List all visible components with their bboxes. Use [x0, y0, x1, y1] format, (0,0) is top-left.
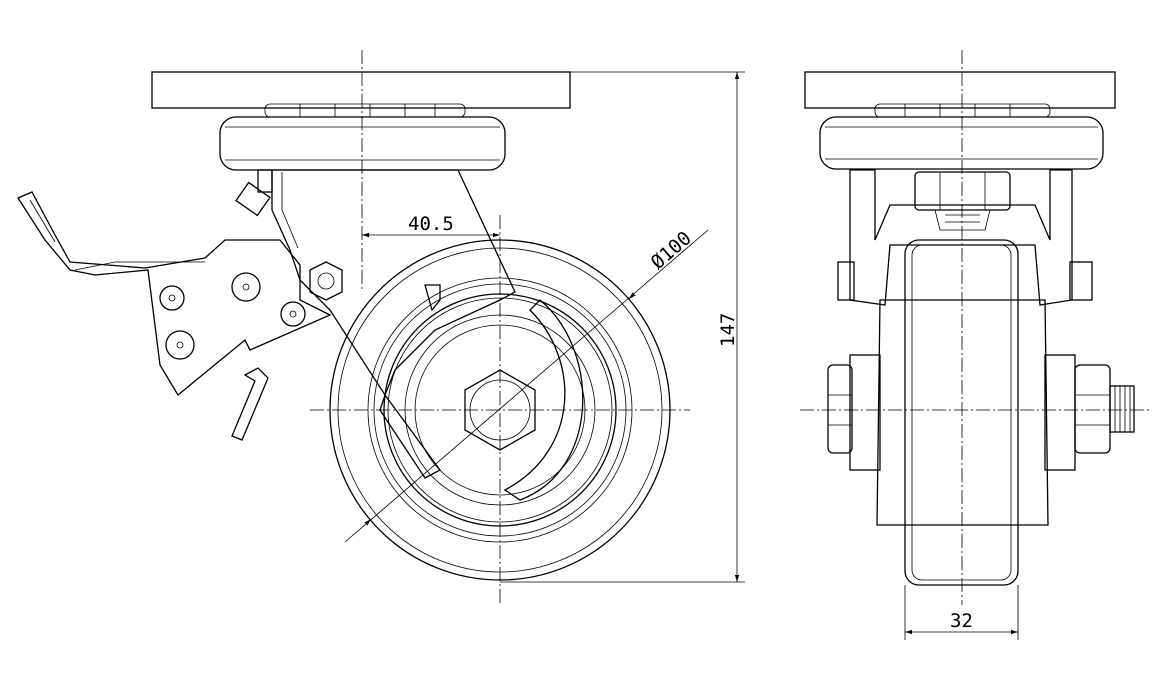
front-view: 32: [800, 50, 1150, 640]
tire-front: [904, 239, 1019, 586]
dim-width: 32: [950, 610, 973, 632]
top-plate-front: [804, 71, 1116, 109]
dim-height: 147: [717, 313, 739, 347]
brake-shoe: [424, 284, 441, 312]
brake-lever: [17, 191, 332, 441]
axle-nut-left: [827, 364, 853, 454]
bolt-hex: [309, 261, 343, 301]
swivel-ring: [219, 116, 506, 171]
grease-nipple: [235, 169, 273, 217]
kingpin-nut: [914, 171, 1011, 211]
axle-nut-right: [1074, 364, 1111, 454]
top-plate: [151, 71, 571, 109]
fork-front: [849, 169, 1073, 306]
fork: [271, 169, 516, 397]
wheel-hub: [876, 299, 1049, 526]
dim-offset: 40.5: [408, 213, 454, 235]
side-view: 40.5 Ø100 147: [17, 50, 745, 605]
dim-diameter: Ø100: [647, 227, 696, 274]
bearing-balls: [264, 103, 466, 118]
swivel-ring-front: [819, 116, 1104, 170]
axle-thread: [1109, 385, 1135, 433]
